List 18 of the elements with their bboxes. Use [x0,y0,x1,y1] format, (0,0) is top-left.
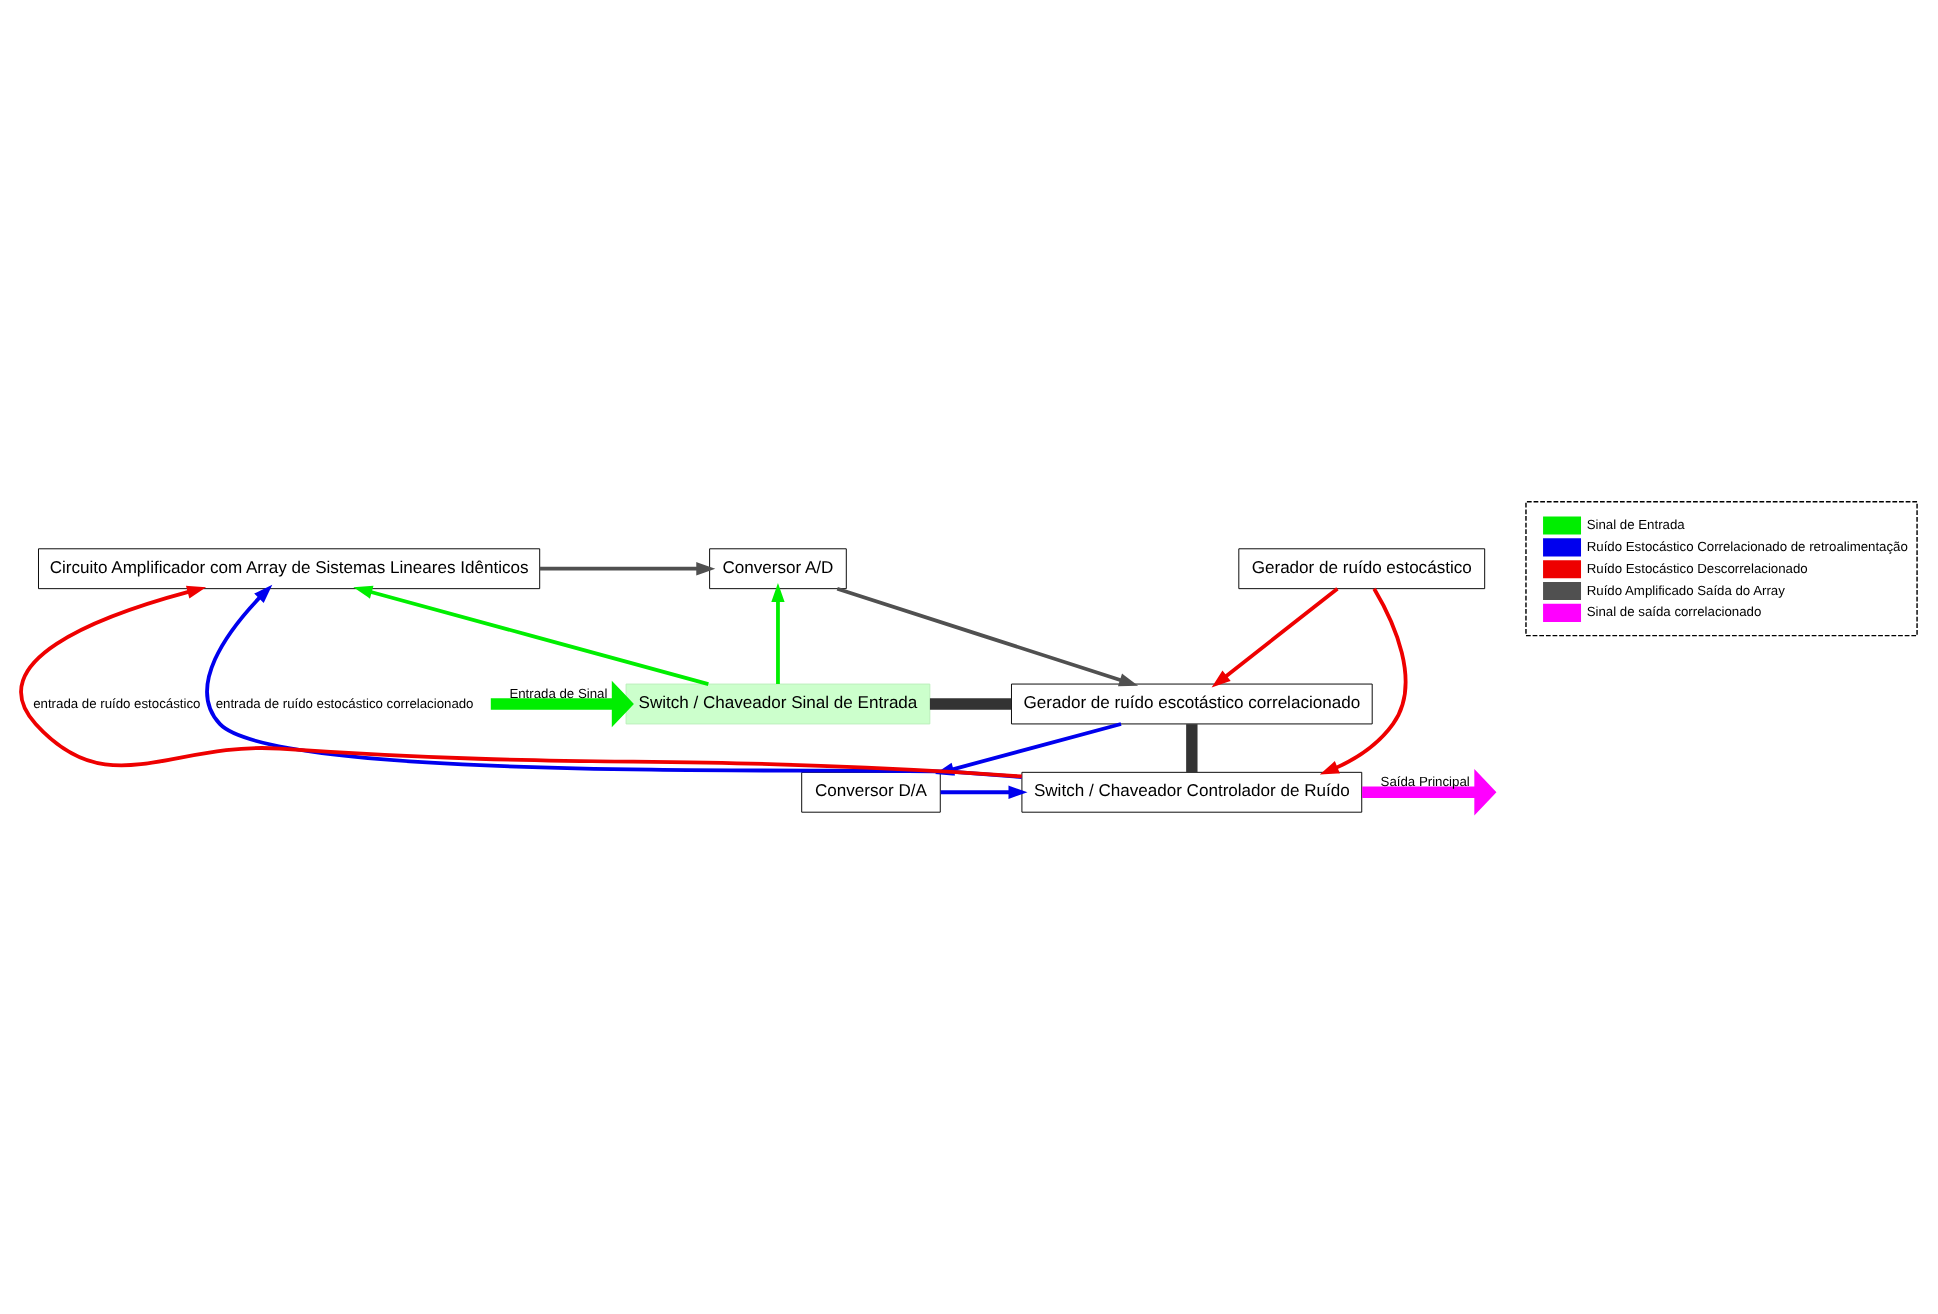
connector [1186,724,1198,773]
arrow [940,785,1028,799]
arrow [353,585,709,686]
arrow [836,586,1139,687]
arrow [1211,587,1339,688]
arrow [1362,769,1497,816]
node-box: Conversor D/A [801,771,941,813]
arrow [771,583,785,684]
node-box: Switch / Chaveador Controlador de Ruído [1021,771,1363,813]
node-box: Gerador de ruído estocástico [1238,548,1486,590]
arrow [1319,587,1408,775]
connector [929,698,1012,710]
arrow [539,562,716,576]
node-box: Gerador de ruído escotástico correlacionado [1011,683,1373,725]
arrow [490,680,634,728]
node-box: Conversor A/D [709,548,847,590]
node-box: Switch / Chaveador Sinal de Entrada [625,683,931,725]
node-box: Circuito Amplificador com Array de Sistemas Lineares Idênticos [38,548,541,590]
